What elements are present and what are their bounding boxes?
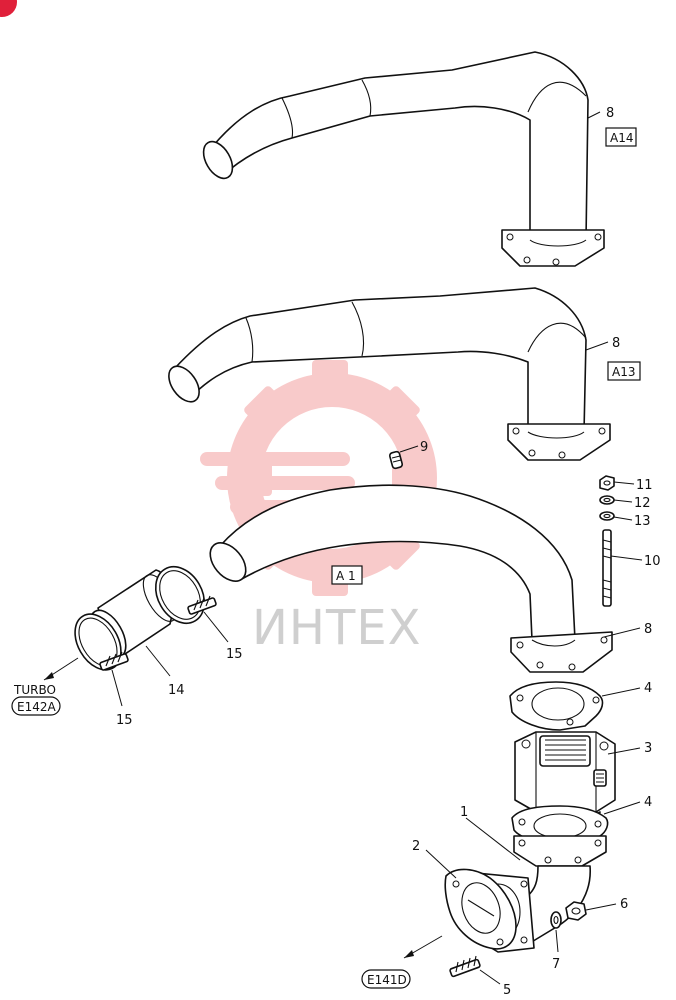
callout-4-lower: 4	[644, 795, 652, 810]
callout-15-upper: 15	[226, 647, 243, 662]
ref-e141d-text: E141D	[367, 973, 407, 987]
callout-2: 2	[412, 839, 420, 854]
callout-11: 11	[636, 478, 653, 493]
stud-5	[449, 955, 481, 978]
callout-3: 3	[644, 741, 652, 756]
flange-gasket-2	[444, 868, 517, 950]
stud-10	[602, 529, 612, 607]
turbo-label: TURBO	[13, 683, 56, 697]
callout-10: 10	[644, 554, 661, 569]
ref-a14-text: A14	[610, 131, 633, 145]
hose-clamp-15-upper	[154, 565, 217, 625]
hose-clamp-15-lower	[74, 613, 129, 671]
exhaust-pipe-a1	[209, 484, 613, 673]
exhaust-pipe-a13	[168, 287, 611, 461]
ref-e142a-text: E142A	[17, 700, 56, 714]
ref-box-a1	[331, 565, 363, 585]
corner-badge	[0, 0, 17, 17]
washer-13	[599, 511, 615, 521]
ref-a13-text: A13	[612, 365, 635, 379]
callout-14: 14	[168, 683, 185, 698]
nut-11	[599, 475, 615, 491]
callout-5: 5	[503, 983, 511, 998]
plug-9	[388, 450, 404, 470]
callout-12: 12	[634, 496, 651, 511]
nut-6	[565, 901, 587, 921]
gasket-4-upper	[509, 681, 604, 731]
ref-a1-text: A 1	[336, 569, 356, 583]
callout-8-lower: 8	[644, 622, 652, 637]
callout-1: 1	[460, 805, 468, 820]
callout-7: 7	[552, 957, 560, 972]
watermark-text: ИНТЕХ	[252, 600, 422, 656]
exhaust-pipe-a14	[202, 51, 605, 267]
callout-8-middle: 8	[612, 336, 620, 351]
washer-12	[599, 495, 615, 505]
callout-9: 9	[420, 440, 428, 455]
callout-13: 13	[634, 514, 651, 529]
callout-15-lower: 15	[116, 713, 133, 728]
ref-box-e141d	[361, 969, 411, 989]
ref-box-e142a	[11, 696, 61, 716]
ref-box-a13	[607, 361, 641, 381]
ref-box-a14	[605, 127, 637, 147]
washer-7	[550, 911, 562, 929]
callout-6: 6	[620, 897, 628, 912]
callout-8-top: 8	[606, 106, 614, 121]
callout-4-upper: 4	[644, 681, 652, 696]
